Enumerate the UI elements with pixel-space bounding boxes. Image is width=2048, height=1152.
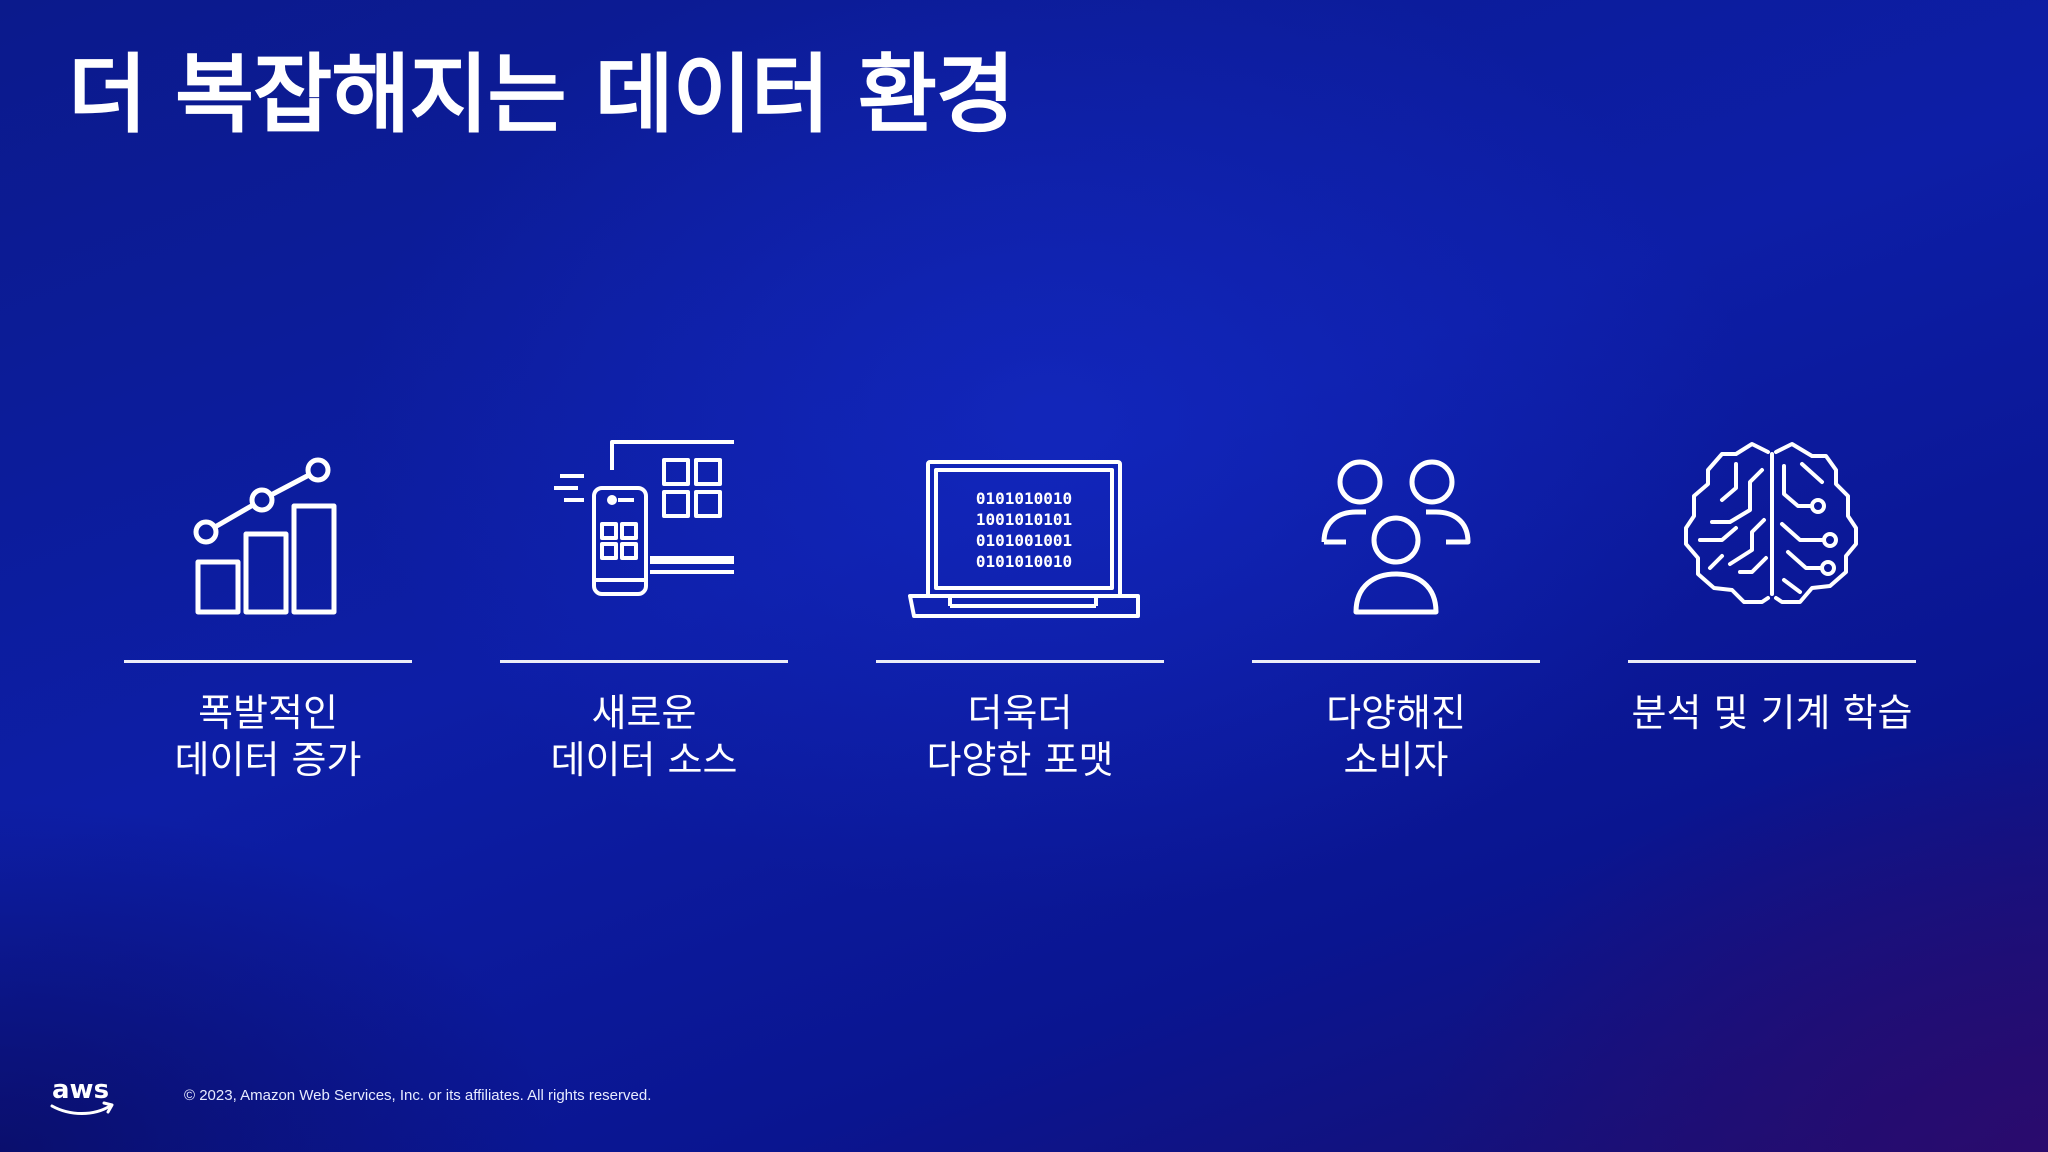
binary-row: 0101001001: [976, 531, 1072, 550]
binary-row: 0101010010: [976, 552, 1072, 571]
feature-label: 다양해진 소비자: [1242, 690, 1550, 784]
users-group-icon: [1306, 440, 1486, 630]
slide-title: 더 복잡해지는 데이터 환경: [68, 45, 1015, 145]
bar-chart-growth-icon: [178, 440, 358, 630]
feature-label-line: 새로운: [591, 691, 697, 735]
feature-label-line: 다양한 포맷: [926, 738, 1114, 782]
feature-label-line: 분석 및 기계 학습: [1631, 691, 1913, 735]
laptop-binary-icon: 0101010010 1001010101 0101001001 0101010…: [908, 440, 1140, 630]
binary-row: 1001010101: [976, 510, 1072, 529]
divider-line: [1628, 660, 1916, 663]
divider-line: [876, 660, 1164, 663]
aws-logo: aws: [48, 1072, 118, 1120]
feature-label-line: 데이터 소스: [550, 738, 738, 782]
feature-label-line: 다양해진: [1326, 691, 1466, 735]
feature-label-line: 더욱더: [967, 691, 1073, 735]
brain-circuit-icon: [1682, 440, 1862, 630]
feature-label: 분석 및 기계 학습: [1618, 690, 1926, 737]
binary-row: 0101010010: [976, 489, 1072, 508]
feature-label: 폭발적인 데이터 증가: [114, 690, 422, 784]
feature-label: 새로운 데이터 소스: [490, 690, 798, 784]
devices-icon: [554, 440, 734, 630]
feature-label-line: 데이터 증가: [174, 738, 362, 782]
feature-label-line: 소비자: [1343, 738, 1449, 782]
feature-label: 더욱더 다양한 포맷: [866, 690, 1174, 784]
feature-label-line: 폭발적인: [198, 691, 338, 735]
divider-line: [500, 660, 788, 663]
divider-line: [1252, 660, 1540, 663]
divider-line: [124, 660, 412, 663]
copyright-text: © 2023, Amazon Web Services, Inc. or its…: [184, 1087, 652, 1104]
aws-logo-text: aws: [52, 1075, 109, 1105]
